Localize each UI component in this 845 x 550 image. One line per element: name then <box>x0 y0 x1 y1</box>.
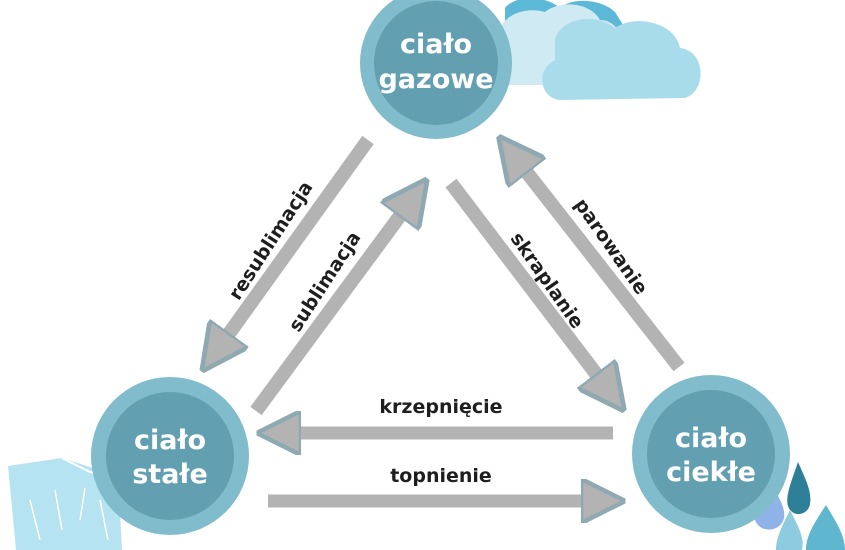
node-liquid: ciało ciekłe <box>632 375 790 533</box>
arrow-parowanie <box>507 147 685 372</box>
node-solid: ciało stałe <box>91 377 249 535</box>
node-liquid-line1: ciało <box>675 423 747 454</box>
node-solid-line1: ciało <box>134 425 206 456</box>
arrow-skraplanie <box>445 178 616 400</box>
node-gas: ciało gazowe <box>360 0 512 139</box>
node-solid-line2: stałe <box>132 459 208 490</box>
cloud-illustration <box>499 0 701 101</box>
arrow-sublimacja <box>250 190 419 416</box>
label-krzepniecie: krzepnięcie <box>379 396 502 418</box>
node-gas-line1: ciało <box>400 29 472 60</box>
transition-labels: resublimacja sublimacja skraplanie parow… <box>224 177 652 487</box>
arrow-resublimacja <box>210 135 374 360</box>
arrows <box>210 135 685 501</box>
label-topnienie: topnienie <box>390 465 492 487</box>
node-liquid-line2: ciekłe <box>666 457 756 488</box>
node-gas-line2: gazowe <box>378 64 493 95</box>
